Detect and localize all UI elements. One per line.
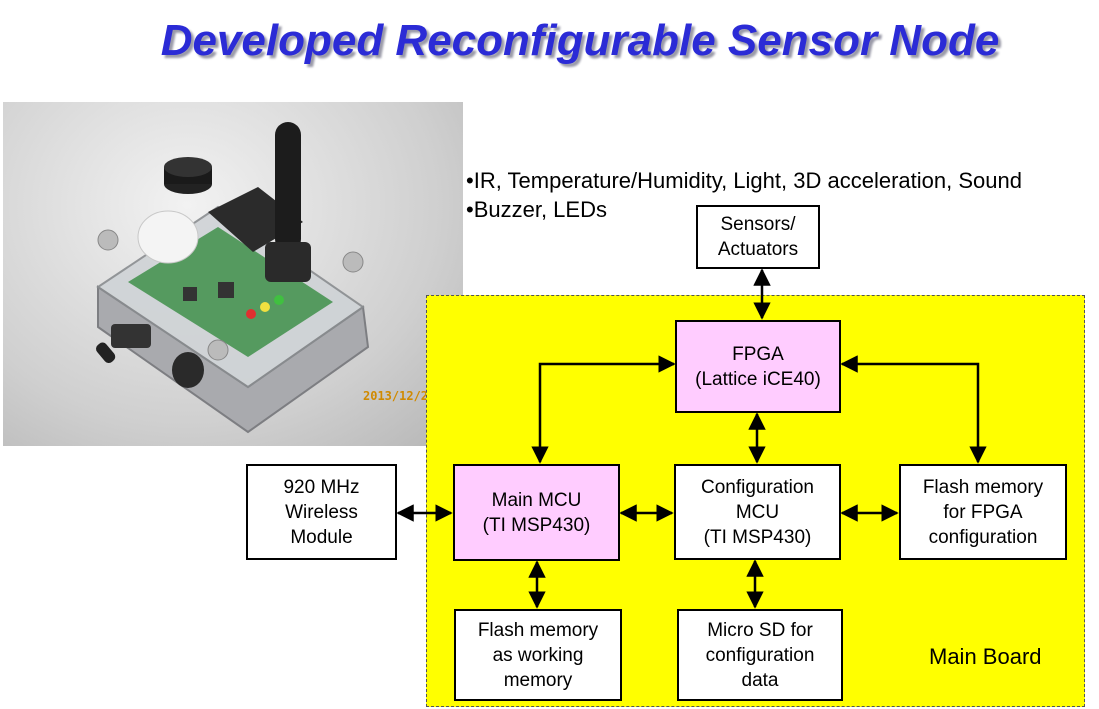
box-line: (TI MSP430)	[703, 526, 812, 548]
box-line: Flash memory	[477, 619, 599, 641]
fpga-box: FPGA (Lattice iCE40)	[675, 320, 841, 413]
page-title: Developed Reconfigurable Sensor Node	[160, 16, 1000, 65]
box-line: (TI MSP430)	[482, 514, 591, 536]
box-line: for FPGA	[943, 501, 1023, 523]
main-mcu-box: Main MCU (TI MSP430)	[453, 464, 620, 561]
flash-working-memory-box: Flash memory as working memory	[454, 609, 622, 701]
main-board-label: Main Board	[929, 644, 1042, 669]
bullet-sensors: •IR, Temperature/Humidity, Light, 3D acc…	[466, 168, 1022, 193]
box-line: Main MCU	[491, 489, 582, 511]
sensors-actuators-box: Sensors/ Actuators	[696, 205, 820, 269]
box-line: Sensors/	[720, 214, 796, 235]
flash-fpga-config-box: Flash memory for FPGA configuration	[899, 464, 1067, 560]
box-line: 920 MHz	[283, 476, 360, 498]
box-line: (Lattice iCE40)	[695, 368, 821, 390]
sensor-node-illustration	[96, 122, 370, 434]
wireless-module-box: 920 MHz Wireless Module	[246, 464, 397, 560]
box-line: Wireless	[285, 501, 358, 523]
box-line: Module	[290, 526, 353, 548]
box-line: Flash memory	[922, 476, 1044, 498]
box-line: MCU	[735, 501, 780, 523]
box-line: data	[741, 669, 779, 691]
box-line: Configuration	[700, 476, 815, 498]
box-line: configuration	[928, 526, 1038, 548]
box-line: memory	[503, 669, 573, 691]
box-line: as working	[492, 644, 584, 666]
photo-date-stamp: 2013/12/26	[363, 389, 436, 403]
box-line: FPGA	[732, 343, 784, 365]
box-line: Actuators	[717, 239, 799, 260]
feature-bullets: •IR, Temperature/Humidity, Light, 3D acc…	[466, 166, 1022, 224]
bullet-actuators: •Buzzer, LEDs	[466, 197, 607, 222]
device-photo	[3, 102, 463, 446]
box-line: Micro SD for	[707, 619, 813, 641]
micro-sd-box: Micro SD for configuration data	[677, 609, 843, 701]
configuration-mcu-box: Configuration MCU (TI MSP430)	[674, 464, 841, 560]
box-line: configuration	[705, 644, 815, 666]
